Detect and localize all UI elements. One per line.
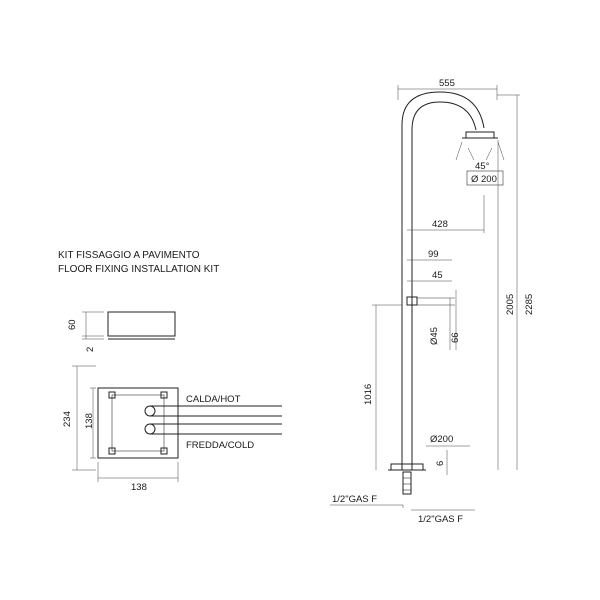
kit-dim-2: 2 xyxy=(85,347,96,352)
shower-column-outer xyxy=(401,91,485,470)
cold-inlet xyxy=(144,423,156,435)
dim-2285: 2285 xyxy=(524,294,535,315)
kit-top-view: CALDA/HOT FREDDA/COLD 234 138 138 xyxy=(62,365,282,493)
kit-dim-234: 234 xyxy=(62,411,73,427)
dim-45: 45 xyxy=(432,270,443,281)
base-diameter: Ø200 xyxy=(430,434,453,445)
kit-dim-138-horizontal: 138 xyxy=(131,482,147,493)
head-diameter: Ø 200 xyxy=(471,174,497,185)
cold-label: FREDDA/COLD xyxy=(186,440,254,451)
base-plate xyxy=(390,463,424,471)
kit-dim-60: 60 xyxy=(67,319,78,330)
kit-side-view: 60 2 xyxy=(67,311,176,352)
kit-inner-box xyxy=(111,394,165,452)
gas-label-left: 1/2"GAS F xyxy=(332,494,377,505)
dim-428: 428 xyxy=(432,219,448,230)
dim-99: 99 xyxy=(428,249,439,260)
head-diameter-box xyxy=(466,170,504,186)
shower-column-inner xyxy=(411,101,477,470)
dim-555: 555 xyxy=(439,78,455,89)
dim-pipe-diameter: Ø45 xyxy=(429,327,440,345)
kit-title-english: FLOOR FIXING INSTALLATION KIT xyxy=(58,264,219,275)
kit-dim-138-vertical: 138 xyxy=(84,413,95,429)
dim-1016: 1016 xyxy=(363,384,374,405)
mixer-body xyxy=(406,296,418,306)
pipe-stub xyxy=(402,471,412,495)
gas-label-bottom: 1/2"GAS F xyxy=(418,514,463,525)
floor-kit-section: KIT FISSAGGIO A PAVIMENTO FLOOR FIXING I… xyxy=(58,250,282,493)
shower-column-section: 555 45° Ø 200 428 99 45 Ø45 xyxy=(330,78,535,525)
kit-box-side xyxy=(107,311,176,337)
shower-head: 45° Ø 200 xyxy=(455,131,505,186)
kit-outer-frame xyxy=(97,387,179,459)
dim-2005: 2005 xyxy=(505,294,516,315)
kit-title-italian: KIT FISSAGGIO A PAVIMENTO xyxy=(58,250,200,261)
dim-66: 66 xyxy=(450,332,461,343)
hot-label: CALDA/HOT xyxy=(186,394,241,405)
spray-angle: 45° xyxy=(475,161,490,172)
dim-6: 6 xyxy=(435,461,446,466)
hot-inlet xyxy=(144,405,156,417)
